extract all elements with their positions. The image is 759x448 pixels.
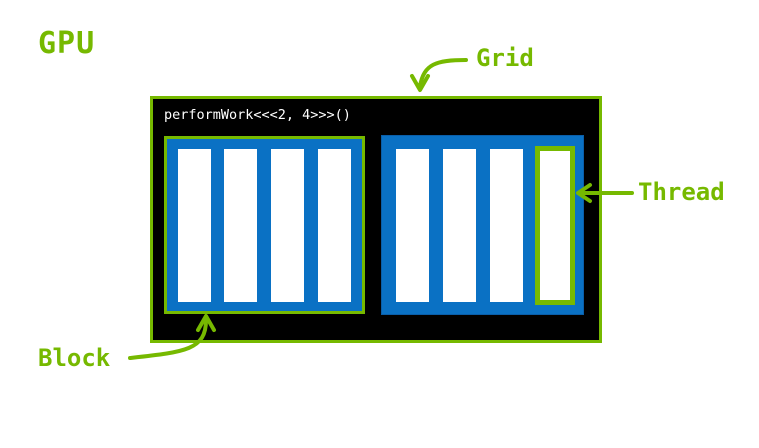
thread-label: Thread [638,178,725,206]
thread-0-0 [178,149,211,302]
grid-arrowhead [410,74,430,92]
thread-1-2 [490,149,523,302]
thread-1-1 [443,149,476,302]
thread-0-2 [271,149,304,302]
thread-0-1 [224,149,257,302]
grid-arrow [418,58,468,88]
gpu-label: GPU [38,26,96,61]
thread-1-3-highlighted [535,146,575,305]
block-label: Block [38,344,111,372]
grid-label: Grid [476,44,534,72]
thread-0-3 [318,149,351,302]
thread-1-0 [396,149,429,302]
kernel-call-text: performWork<<<2, 4>>>() [164,107,351,123]
